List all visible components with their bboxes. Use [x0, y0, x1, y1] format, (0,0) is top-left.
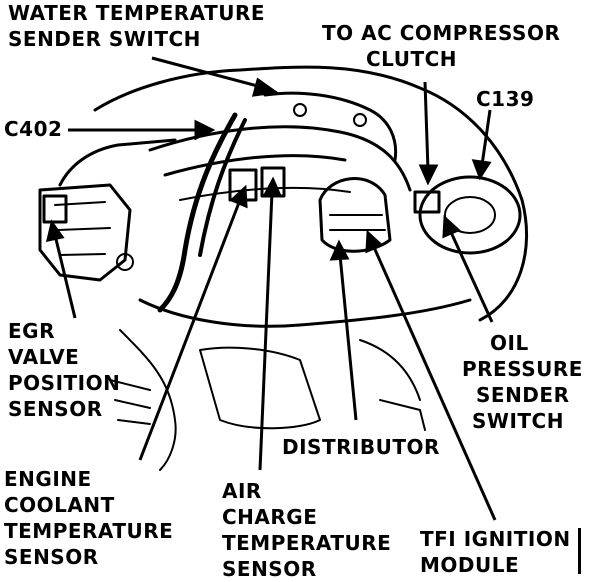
label-distributor: DISTRIBUTOR — [282, 434, 440, 460]
label-c139: C139 — [476, 86, 534, 112]
distributor-arrow — [332, 243, 356, 420]
right-edge-mark — [578, 528, 581, 574]
c402-arrow — [68, 122, 212, 138]
ac-compressor-arrow — [421, 82, 436, 182]
water-temp-arrow — [152, 58, 275, 95]
egr-arrow — [48, 223, 75, 318]
label-c402: C402 — [4, 116, 62, 142]
c139-arrow — [474, 110, 490, 177]
